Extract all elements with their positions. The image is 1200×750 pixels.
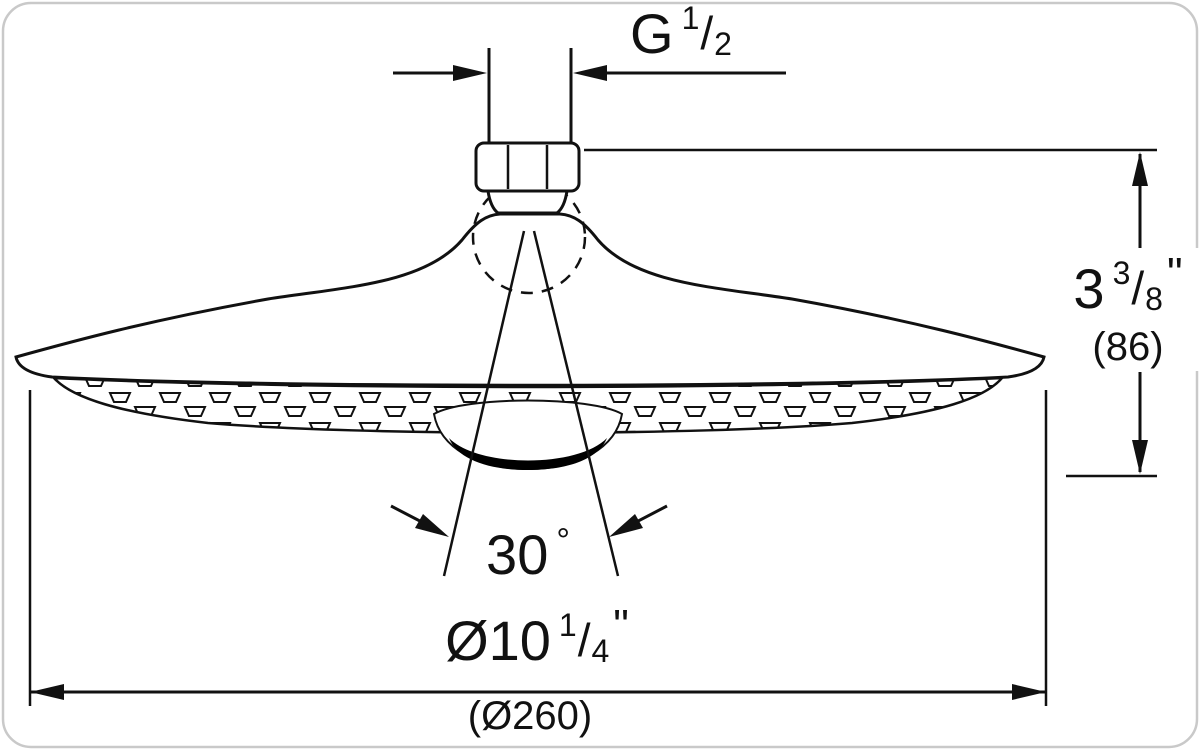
fraction-numerator: 1: [558, 607, 577, 643]
diameter-metric-label: (Ø260): [467, 694, 593, 738]
spray-angle-label: 30°: [486, 524, 570, 583]
center-cap: [449, 438, 607, 470]
diameter-dimension-lines: [28, 390, 1048, 706]
fraction-slash: /: [577, 614, 591, 666]
height-whole: 3: [1073, 257, 1105, 320]
angle-value: 30: [486, 523, 549, 586]
fraction-denominator: 4: [591, 633, 610, 669]
height-metric-label: (86): [1092, 325, 1164, 369]
diameter-fraction: 1/4: [559, 609, 609, 667]
fraction-numerator: 1: [681, 0, 700, 36]
thread-fraction: 1/2: [682, 2, 732, 60]
inch-mark: ": [613, 601, 629, 650]
degree-symbol: °: [556, 522, 570, 560]
fraction-slash: /: [700, 7, 714, 59]
shower-head-body: [14, 212, 1046, 387]
fraction-slash: /: [1131, 262, 1145, 314]
spray-angle-arrows: [390, 504, 668, 537]
inch-mark: ": [1166, 249, 1183, 298]
height-fraction: 3/8: [1113, 257, 1163, 315]
fraction-numerator: 3: [1112, 255, 1131, 291]
supply-pipe: [487, 48, 573, 144]
fraction-denominator: 8: [1145, 281, 1163, 317]
collar: [486, 189, 569, 215]
thread-dimension-lines: [393, 65, 786, 81]
thread-prefix: G: [630, 2, 674, 65]
spray-angle-lines: [442, 230, 620, 577]
center-cone: [432, 399, 624, 471]
diameter-prefix: Ø10: [445, 609, 551, 672]
hex-nut: [474, 141, 581, 193]
fraction-denominator: 2: [714, 26, 732, 62]
height-dimension-lines: [584, 148, 1157, 478]
